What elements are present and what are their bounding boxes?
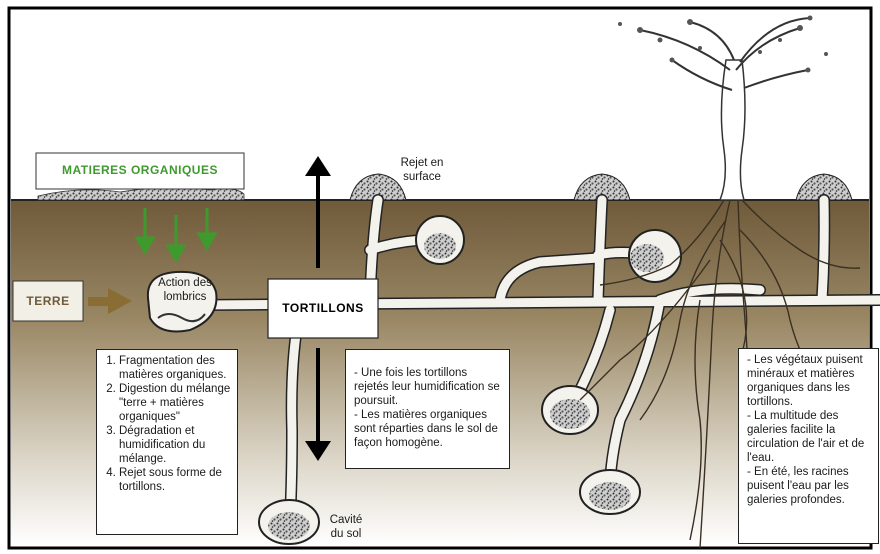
step-item: Digestion du mélange "terre + matières o… xyxy=(119,382,231,424)
worm-action-label: Action des lombrics xyxy=(150,276,220,304)
middle-info-item: - Une fois les tortillons rejetés leur h… xyxy=(354,366,503,408)
tree xyxy=(618,16,828,201)
terre-label: TERRE xyxy=(13,294,83,308)
right-info-box: - Les végétaux puisent minéraux et matiè… xyxy=(738,348,879,544)
middle-info-item: - Les matières organiques sont réparties… xyxy=(354,408,503,450)
step-item: Rejet sous forme de tortillons. xyxy=(119,466,231,494)
middle-info-box: - Une fois les tortillons rejetés leur h… xyxy=(345,349,510,469)
right-info-list: - Les végétaux puisent minéraux et matiè… xyxy=(745,353,872,507)
middle-info-list: - Une fois les tortillons rejetés leur h… xyxy=(352,366,503,450)
steps-box: Fragmentation des matières organiques. D… xyxy=(96,349,238,535)
tortillons-label: TORTILLONS xyxy=(268,301,378,315)
right-info-item: - Les végétaux puisent minéraux et matiè… xyxy=(747,353,872,409)
soil-cavity-label: Cavité du sol xyxy=(324,513,368,541)
steps-list: Fragmentation des matières organiques. D… xyxy=(103,354,231,494)
step-item: Fragmentation des matières organiques. xyxy=(119,354,231,382)
step-item: Dégradation et humidification du mélange… xyxy=(119,424,231,466)
organic-matter-label: MATIERES ORGANIQUES xyxy=(36,163,244,177)
surface-cast-label: Rejet en surface xyxy=(392,156,452,184)
right-info-item: - La multitude des galeries facilite la … xyxy=(747,409,872,465)
right-info-item: - En été, les racines puisent l'eau par … xyxy=(747,465,872,507)
